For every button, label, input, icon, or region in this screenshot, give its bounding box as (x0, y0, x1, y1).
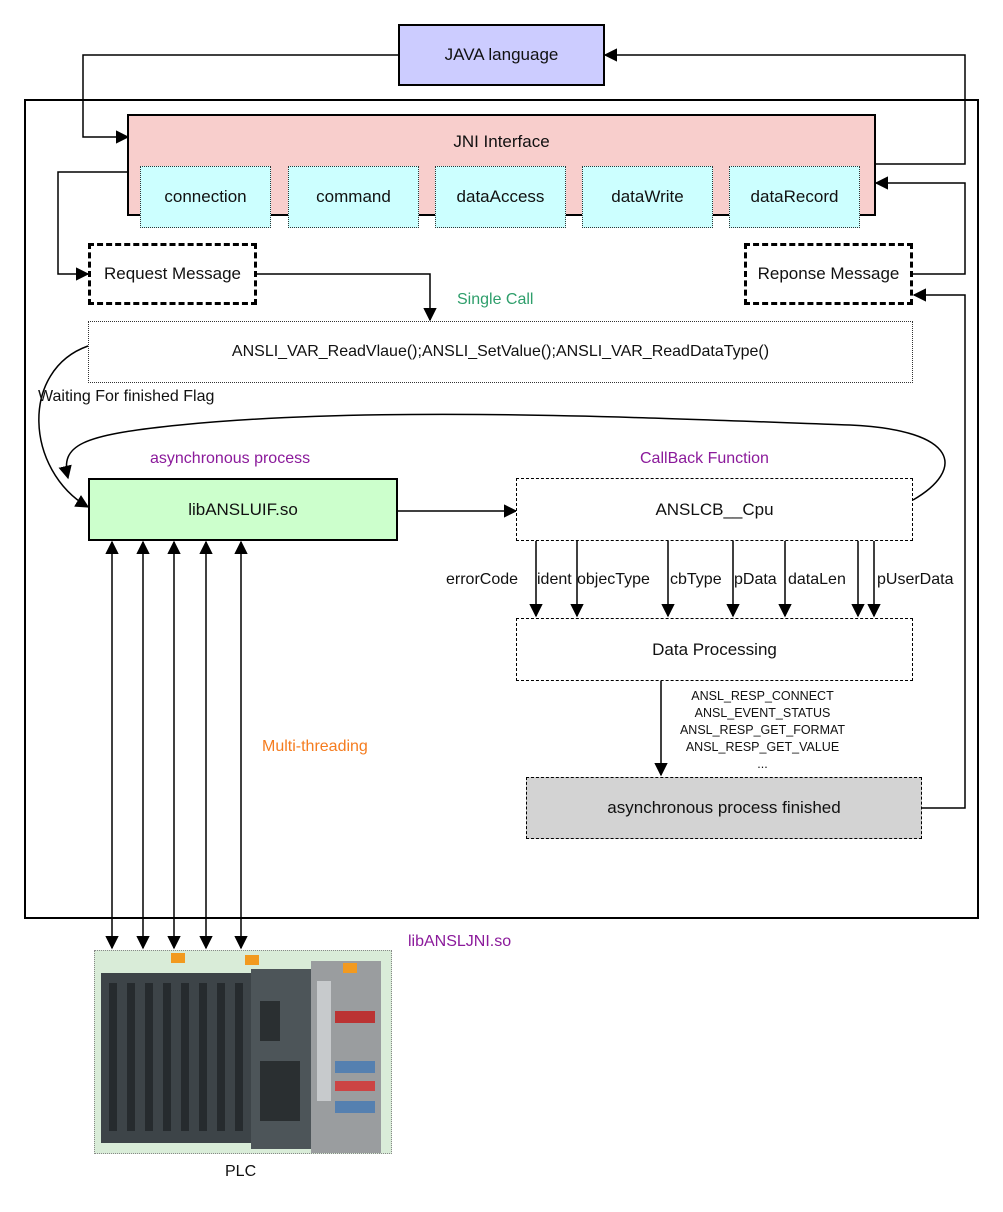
anslcb-cpu-box: ANSLCB__Cpu (516, 478, 913, 541)
libansluif-box: libANSLUIF.so (88, 478, 398, 541)
multithreading-label: Multi-threading (262, 738, 368, 755)
libansljni-label: libANSLJNI.so (408, 933, 512, 950)
response-constant: ANSL_RESP_CONNECT (691, 689, 834, 703)
jni-module-datawrite: dataWrite (582, 166, 713, 228)
async-process-label: asynchronous process (150, 450, 311, 467)
function-call-box: ANSLI_VAR_ReadVlaue();ANSLI_SetValue();A… (88, 321, 913, 383)
jni-module-dataaccess: dataAccess (435, 166, 566, 228)
response-message-box: Reponse Message (744, 243, 913, 305)
param-label: dataLen (788, 571, 846, 588)
data-processing-box: Data Processing (516, 618, 913, 681)
response-constants-list: ANSL_RESP_CONNECT ANSL_EVENT_STATUS ANSL… (655, 688, 870, 773)
param-label: pUserData (877, 571, 954, 588)
response-constant: ... (757, 757, 768, 771)
response-constant: ANSL_EVENT_STATUS (694, 706, 831, 720)
plc-image (94, 950, 392, 1154)
callback-loop-arrow (58, 413, 946, 501)
async-finished-box: asynchronous process finished (526, 777, 922, 839)
finished-to-response-arrow (912, 288, 966, 809)
jni-interface-title: JNI Interface (453, 132, 550, 151)
jni-module-connection: connection (140, 166, 271, 228)
response-constant: ANSL_RESP_GET_FORMAT (679, 723, 846, 737)
param-label: cbType (670, 571, 722, 588)
response-constant: ANSL_RESP_GET_VALUE (685, 740, 840, 754)
java-language-box: JAVA language (398, 24, 605, 86)
jni-to-java-arrow (603, 48, 966, 165)
jni-to-request-arrow (57, 171, 128, 281)
param-label: pData (734, 571, 777, 588)
param-label: objecType (577, 571, 650, 588)
request-message-box: Request Message (88, 243, 257, 305)
param-label: errorCode (446, 571, 519, 588)
request-to-call-arrow (257, 273, 437, 322)
java-to-jni-arrow (82, 54, 398, 144)
single-call-label: Single Call (457, 291, 534, 308)
jni-library-container (24, 99, 979, 919)
plc-label: PLC (225, 1163, 257, 1180)
callback-function-label: CallBack Function (640, 450, 769, 467)
waiting-flag-label: Waiting For finished Flag (38, 388, 215, 405)
jni-module-command: command (288, 166, 419, 228)
waiting-flag-arrow (38, 345, 90, 508)
param-label: ident (537, 571, 572, 588)
plc-hardware-icon (101, 953, 381, 1153)
jni-module-datarecord: dataRecord (729, 166, 860, 228)
response-to-jni-arrow (874, 176, 966, 275)
